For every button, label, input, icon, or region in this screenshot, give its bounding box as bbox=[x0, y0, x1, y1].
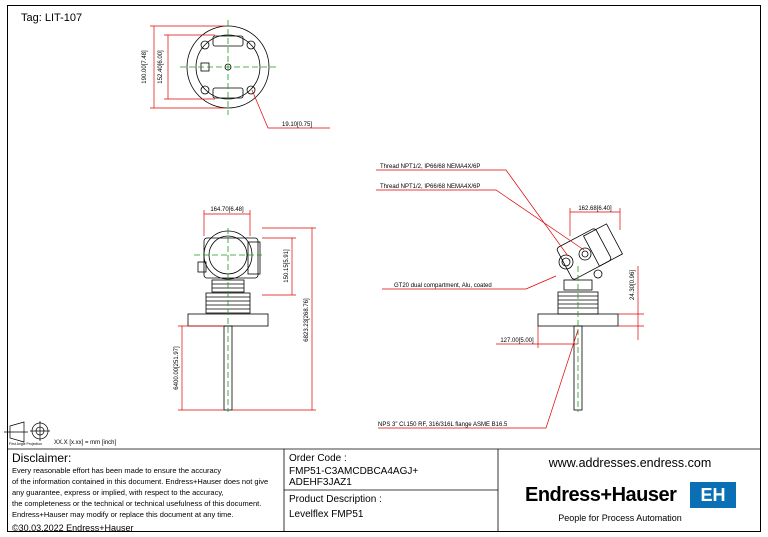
order-block: Order Code : FMP51-C3AMCDBCA4AGJ+ ADEHF3… bbox=[289, 453, 494, 488]
projection-symbol-icon bbox=[4, 421, 50, 443]
order-code-line-1: FMP51-C3AMCDBCA4AGJ+ bbox=[289, 466, 419, 477]
dim-top-d3: 19.10[0.75] bbox=[282, 122, 312, 128]
website-link[interactable]: www.addresses.endress.com bbox=[548, 456, 712, 470]
product-block: Product Description : Levelflex FMP51 bbox=[289, 494, 494, 520]
dim-side-width: 162.68[6.40] bbox=[578, 206, 612, 212]
dim-top-d2: 152.40[6.00] bbox=[158, 50, 164, 84]
tag-label: Tag: LIT-107 bbox=[21, 12, 83, 24]
dim-side-offset: 127.00[5.00] bbox=[500, 338, 534, 344]
order-code-label: Order Code : bbox=[289, 453, 347, 464]
callout-flange: NPS 3" Cl.150 RF, 316/316L flange ASME B… bbox=[378, 422, 508, 428]
dim-side-flange: 24.30[0.96] bbox=[630, 270, 636, 300]
copyright: ©30.03.2022 Endress+Hauser bbox=[12, 523, 134, 533]
brand-name: Endress+Hauser bbox=[525, 484, 677, 506]
disclaimer-line: of the information contained in this doc… bbox=[12, 477, 269, 486]
callout-housing: GT20 dual compartment, Alu, coated bbox=[394, 283, 492, 289]
side-view bbox=[537, 223, 624, 411]
disclaimer-block: Disclaimer: Every reasonable effort has … bbox=[12, 451, 282, 533]
disclaimer-line: the completeness or the technical or tec… bbox=[12, 499, 262, 508]
disclaimer-title: Disclaimer: bbox=[12, 451, 72, 465]
order-code-line-2: ADEHF3JAZ1 bbox=[289, 477, 352, 488]
callout-thread-1: Thread NPT1/2, IP66/68 NEMA4X/6P bbox=[380, 164, 480, 170]
brand-tagline: People for Process Automation bbox=[558, 513, 682, 523]
dim-front-total: 6823.23[268.76] bbox=[304, 298, 310, 342]
disclaimer-line: any guarantee, express or implied, with … bbox=[12, 488, 224, 497]
dim-front-width: 164.70[6.48] bbox=[210, 207, 244, 213]
product-description-label: Product Description : bbox=[289, 494, 382, 505]
endress-hauser-logo: EH bbox=[690, 482, 736, 508]
dim-front-h1: 150.15[5.91] bbox=[284, 249, 290, 283]
dim-front-probe: 6400.00[251.97] bbox=[174, 346, 180, 390]
projection-label: First Angle Projection bbox=[9, 442, 42, 446]
units-note: XX.X [x.xx] = mm [inch] bbox=[54, 440, 117, 446]
disclaimer-line: Every reasonable effort has been made to… bbox=[12, 466, 222, 475]
product-description-value: Levelflex FMP51 bbox=[289, 509, 364, 520]
drawing-sheet bbox=[7, 5, 761, 532]
disclaimer-line: Endress+Hauser may modify or replace thi… bbox=[12, 510, 234, 519]
dim-top-d1: 190.00[7.48] bbox=[142, 50, 148, 84]
callout-thread-2: Thread NPT1/2, IP66/68 NEMA4X/6P bbox=[380, 184, 480, 190]
brand-wordmark: Endress+Hauser bbox=[525, 484, 685, 514]
